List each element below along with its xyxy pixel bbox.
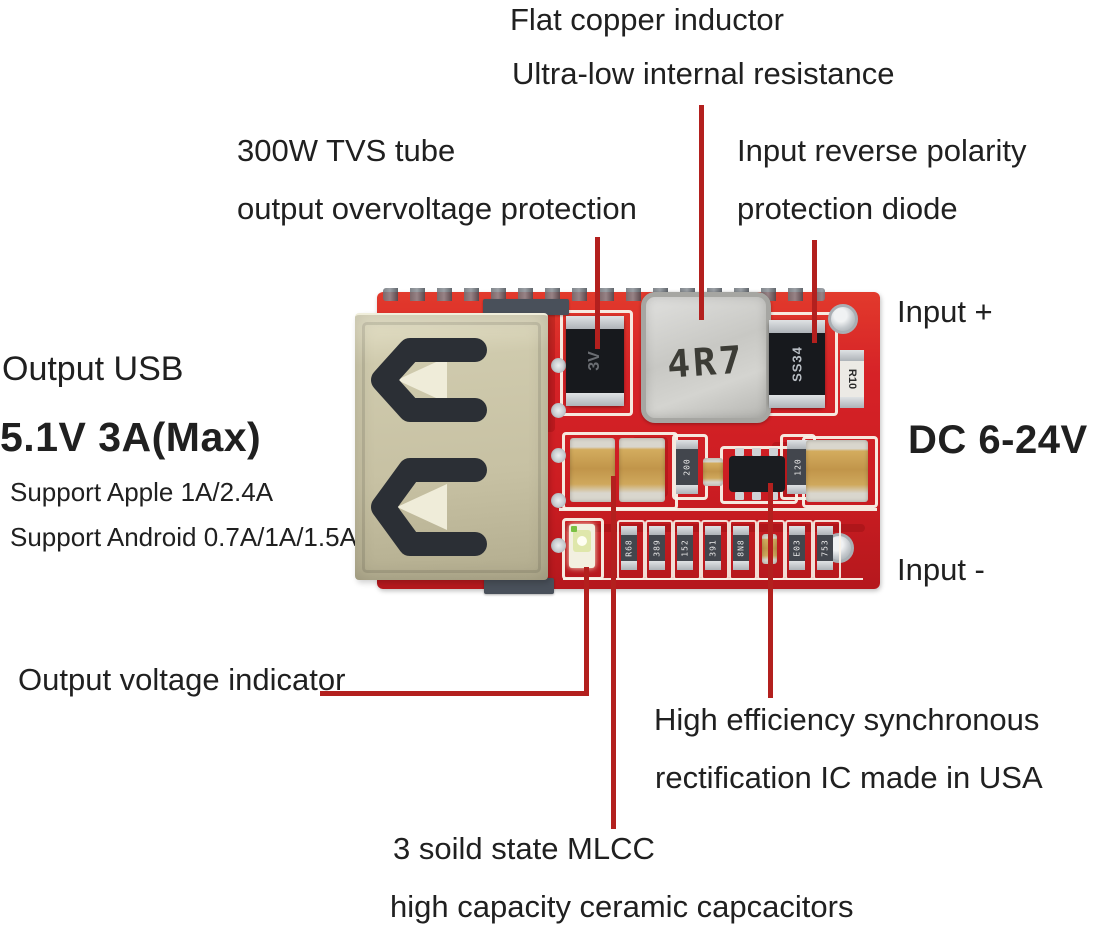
via [551, 403, 566, 418]
mlcc-capacitor-3 [806, 440, 868, 502]
mlcc-capacitor-1 [570, 438, 615, 502]
tvs-diode: 3V [566, 316, 624, 406]
inductor-marking: 4R7 [665, 337, 747, 387]
via [551, 538, 566, 553]
resistor-marking: 200 [682, 458, 692, 476]
callout-line-mlcc [611, 476, 616, 829]
callout-line-led-horizontal [320, 691, 589, 696]
bottom-component: 152 [673, 520, 701, 580]
ic-pin [752, 448, 761, 456]
label-support-android: Support Android 0.7A/1A/1.5A [10, 522, 357, 552]
small-capacitor [703, 458, 723, 486]
label-output-spec: 5.1V 3A(Max) [0, 414, 262, 460]
silkscreen-line [559, 508, 877, 511]
usb-shell-tab-top [483, 299, 569, 315]
usb-shell-tab-bottom [484, 578, 554, 594]
bottom-component: 389 [645, 520, 673, 580]
resistor-marking: 753 [820, 539, 830, 557]
label-tvs-line2: output overvoltage protection [237, 191, 637, 226]
via [551, 448, 566, 463]
ic-pin [735, 492, 744, 500]
component-terminal [840, 397, 864, 408]
resistor-120: 120 [787, 440, 809, 494]
label-inductor-line2: Ultra-low internal resistance [512, 56, 895, 91]
component-terminal [769, 395, 825, 408]
via [551, 493, 566, 508]
rectifier-ic [729, 448, 785, 500]
mlcc-capacitor-2 [619, 438, 665, 502]
ic-pin [752, 492, 761, 500]
led-spot [577, 536, 587, 546]
resistor-marking: 391 [708, 539, 718, 557]
ic-pin [769, 448, 778, 456]
schottky-marking: SS34 [789, 346, 805, 382]
via [551, 358, 566, 373]
label-ic-line2: rectification IC made in USA [655, 760, 1043, 795]
led-chip [571, 526, 577, 532]
bottom-component: R68 [617, 520, 645, 580]
label-led: Output voltage indicator [18, 662, 346, 697]
usb-port-contacts [371, 338, 487, 556]
usb-port [355, 313, 548, 580]
component-terminal [787, 440, 809, 449]
resistor-marking: E03 [792, 539, 802, 557]
component-terminal [676, 485, 698, 494]
label-mlcc-line1: 3 soild state MLCC [393, 831, 655, 866]
output-led [569, 524, 595, 568]
component-terminal [566, 393, 624, 406]
bottom-component: 753 [813, 520, 841, 580]
label-reverse-diode-line1: Input reverse polarity [737, 133, 1027, 168]
resistor-marking: R68 [624, 539, 634, 557]
label-input-minus: Input - [897, 552, 985, 587]
component-terminal [676, 440, 698, 449]
resistor-marking: 152 [680, 539, 690, 557]
mounting-hole-top [828, 304, 858, 334]
resistor-marking: 120 [793, 458, 803, 476]
component-terminal [787, 485, 809, 494]
ic-pin [735, 448, 744, 456]
label-reverse-diode-line2: protection diode [737, 191, 958, 226]
resistor-marking: 8N8 [736, 539, 746, 557]
bottom-component: E03 [785, 520, 813, 580]
label-input-plus: Input + [897, 294, 993, 329]
tvs-marking: 3V [586, 351, 603, 371]
label-tvs-line1: 300W TVS tube [237, 133, 456, 168]
bottom-component: 8N8 [729, 520, 757, 580]
inductor: 4R7 [641, 292, 771, 423]
resistor-marking: R10 [846, 368, 858, 390]
label-inductor-line1: Flat copper inductor [510, 2, 784, 37]
callout-line-ic [768, 483, 773, 698]
resistor-r10: R10 [840, 350, 864, 408]
ic-pin [769, 492, 778, 500]
usb-shell-inner-edge [362, 322, 541, 573]
label-mlcc-line2: high capacity ceramic capcacitors [390, 889, 854, 924]
label-ic-line1: High efficiency synchronous [654, 702, 1040, 737]
resistor-200: 200 [676, 440, 698, 494]
component-terminal [840, 350, 864, 361]
label-support-apple: Support Apple 1A/2.4A [10, 477, 274, 507]
component-terminal [769, 320, 825, 333]
callout-line-inductor [699, 105, 704, 320]
callout-line-reverse-diode [812, 240, 817, 343]
callout-line-led-vertical [584, 567, 589, 696]
label-output-usb: Output USB [2, 350, 184, 388]
callout-line-tvs [595, 237, 600, 349]
resistor-marking: 389 [652, 539, 662, 557]
bottom-component: 391 [701, 520, 729, 580]
label-dc-range: DC 6-24V [908, 418, 1088, 462]
